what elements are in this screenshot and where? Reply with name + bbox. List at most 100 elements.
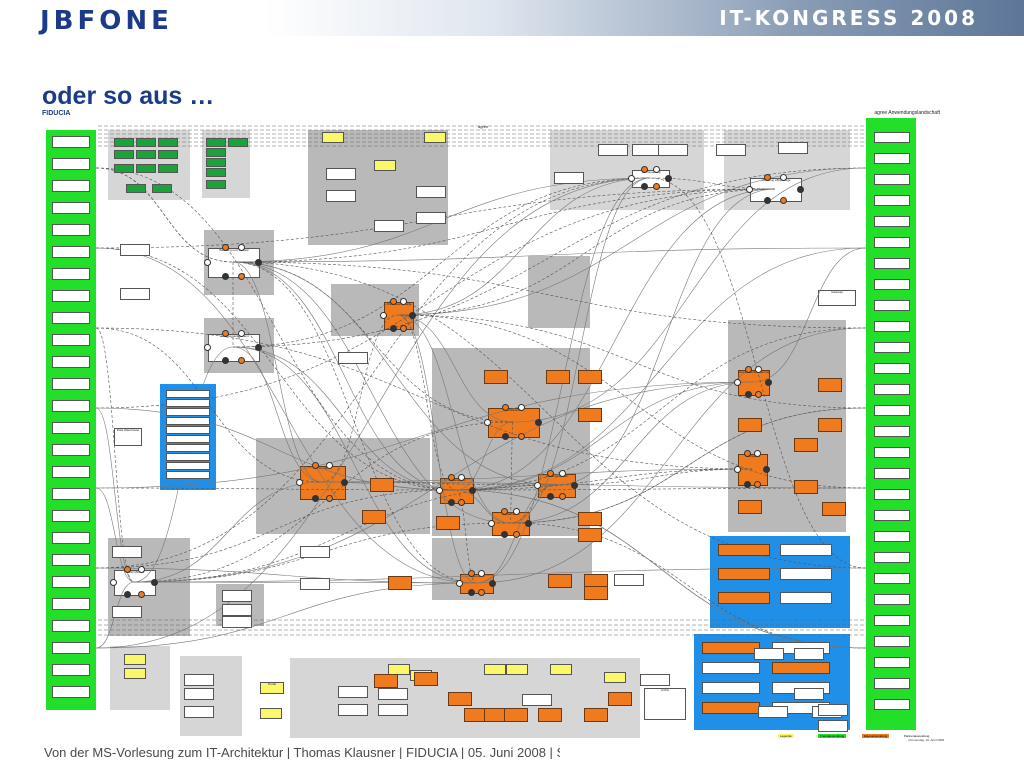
connector-dot: [137, 591, 145, 598]
channel-box-left: [52, 136, 90, 148]
app-box-green: [152, 184, 172, 193]
connection-line: [232, 261, 477, 584]
system-box: [184, 706, 214, 718]
connection-line: [95, 177, 651, 649]
connection-line: [133, 381, 754, 583]
connector-dot: [238, 273, 246, 280]
connector-dot: [238, 357, 246, 364]
connection-line: [321, 468, 753, 483]
connection-line: [455, 327, 867, 491]
core-box-orange: [448, 692, 472, 706]
highlight-box: [604, 672, 626, 683]
connector-dot: [628, 175, 635, 182]
system-box: [338, 352, 368, 364]
core-box-orange: [362, 510, 386, 524]
box-portal: Portal: [260, 682, 284, 694]
channel-box-left: [52, 290, 90, 302]
system-box: [120, 288, 150, 300]
connector-dot: [780, 174, 788, 181]
connector-dot: [204, 344, 211, 351]
connector-dot: [745, 391, 752, 398]
connection-line: [232, 188, 776, 263]
connection-line: [555, 468, 753, 486]
connector-dot: [311, 495, 319, 502]
highlight-box: [484, 664, 506, 675]
system-box: [818, 704, 848, 716]
blue-zone-box: [166, 471, 210, 479]
connection-line: [397, 314, 511, 524]
core-box-orange: [578, 370, 602, 384]
channel-box-left: [52, 642, 90, 654]
connector-dot: [311, 462, 319, 469]
connector-dot: [399, 298, 407, 305]
connector-dot: [221, 244, 229, 251]
app-box-green: [114, 150, 134, 159]
box-gesamtbank: Gesamtbanksteuerung: [738, 370, 770, 396]
connector-dot: [204, 259, 211, 266]
blue-zone-box: [718, 568, 770, 580]
system-box: [300, 546, 330, 558]
channel-box-left: [52, 510, 90, 522]
connection-line: [232, 346, 323, 483]
blue-zone-box: [718, 592, 770, 604]
channel-box-right: [874, 426, 910, 437]
connection-line: [752, 247, 867, 383]
core-box-orange: [388, 576, 412, 590]
connector-dot: [797, 186, 804, 193]
connection-line: [321, 481, 557, 486]
system-box: [522, 694, 552, 706]
system-box: [758, 706, 788, 718]
blue-zone-box: [780, 544, 832, 556]
system-box: [416, 186, 446, 198]
jbfone-logo: JBFONE: [40, 6, 173, 36]
channel-box-right: [874, 447, 910, 458]
connection-line: [397, 314, 867, 489]
connector-dot: [458, 474, 466, 481]
connection-line: [455, 188, 776, 491]
highlight-box: [124, 654, 146, 665]
connection-line: [232, 346, 457, 491]
system-box: [222, 590, 252, 602]
core-box-orange: [818, 378, 842, 392]
connection-line: [232, 247, 867, 263]
app-box-green: [158, 138, 178, 147]
connection-line: [232, 261, 557, 486]
app-box-green: [114, 138, 134, 147]
core-box-orange: [538, 708, 562, 722]
connection-line: [455, 247, 867, 491]
date-note: Donnerstag, 10. April 2008: [908, 738, 944, 742]
system-box: [112, 606, 142, 618]
connection-line: [397, 314, 457, 491]
blue-zone-box: [166, 390, 210, 398]
connector-dot: [755, 391, 762, 398]
core-box-orange: [794, 480, 818, 494]
connection-line: [232, 177, 651, 348]
connection-line: [512, 167, 867, 423]
connector-dot: [501, 404, 509, 411]
channel-box-left: [52, 246, 90, 258]
highlight-box: [506, 664, 528, 675]
connection-line: [95, 407, 135, 583]
app-box-green: [136, 164, 156, 173]
highlight-box: [374, 160, 396, 171]
blue-zone-box: [780, 592, 832, 604]
connector-dot: [478, 589, 486, 596]
system-box: [184, 688, 214, 700]
channel-box-left: [52, 202, 90, 214]
connector-dot: [765, 379, 772, 386]
connection-line: [397, 314, 477, 584]
connector-dot: [447, 474, 455, 481]
highlight-box: [124, 668, 146, 679]
channel-box-left: [52, 334, 90, 346]
zone-sb-top: [550, 130, 704, 210]
channel-box-right: [874, 153, 910, 164]
channel-box-left: [52, 598, 90, 610]
system-box: [222, 616, 252, 628]
channel-box-right: [874, 279, 910, 290]
core-box-orange: [548, 574, 572, 588]
core-box-orange: [484, 370, 508, 384]
app-box-green: [136, 150, 156, 159]
connector-dot: [436, 487, 443, 494]
system-box: [778, 142, 808, 154]
channel-box-left: [52, 422, 90, 434]
